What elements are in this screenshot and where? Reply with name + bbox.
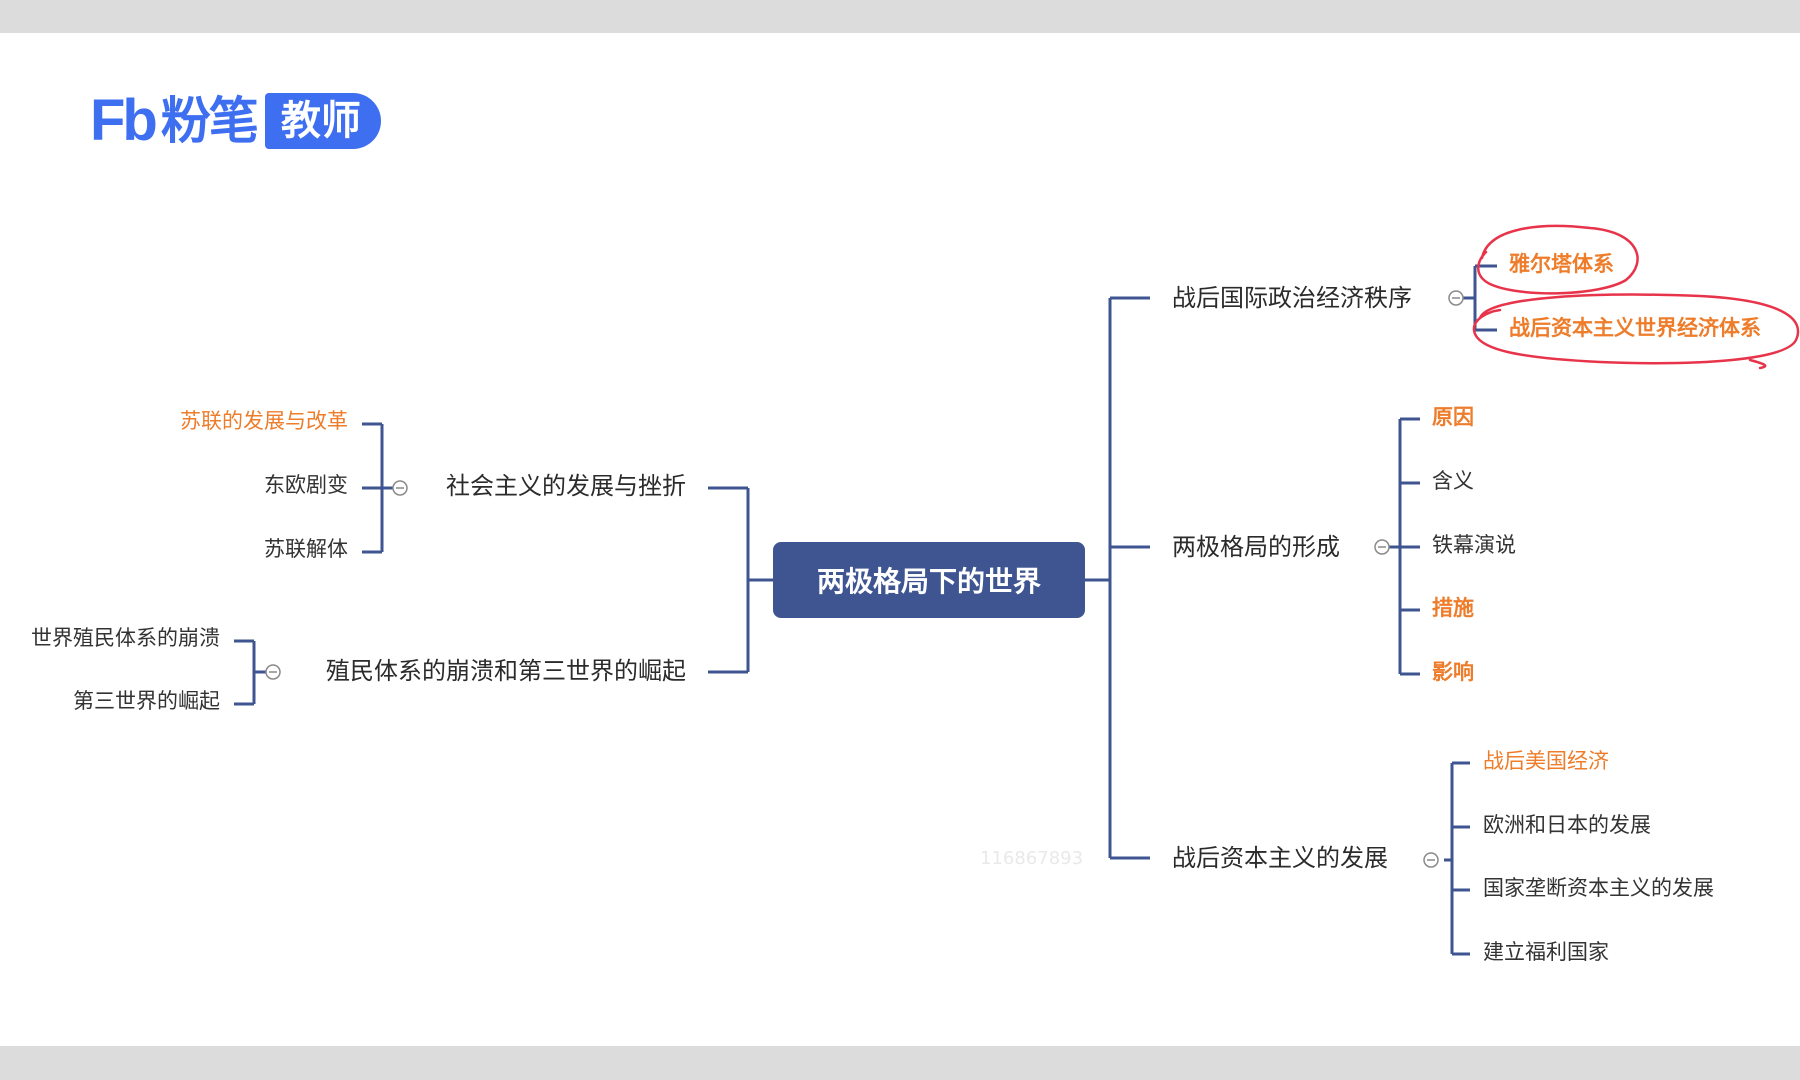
node-capitalist-world-economy[interactable]: 战后资本主义世界经济体系 <box>1509 316 1761 340</box>
annotation-circle-yalta <box>1477 224 1639 295</box>
node-welfare-state[interactable]: 建立福利国家 <box>1483 940 1609 964</box>
watermark: 116867893 <box>980 848 1084 869</box>
node-europe-japan-development[interactable]: 欧洲和日本的发展 <box>1483 813 1651 837</box>
branch-socialism-development[interactable]: 社会主义的发展与挫折 <box>446 472 686 500</box>
top-frame-band <box>0 0 1800 33</box>
connector-social-bracket <box>362 422 393 554</box>
node-impact[interactable]: 影响 <box>1432 660 1474 684</box>
branch-bipolar-formation[interactable]: 两极格局的形成 <box>1172 533 1340 561</box>
logo-brand: 粉笔 <box>160 92 259 150</box>
logo-mark: Fb <box>90 88 158 153</box>
node-postwar-us-economy[interactable]: 战后美国经济 <box>1483 749 1609 773</box>
node-state-monopoly-capitalism[interactable]: 国家垄断资本主义的发展 <box>1483 876 1714 900</box>
connector-capitalism-bracket <box>1444 761 1470 956</box>
node-colonial-system-collapse[interactable]: 世界殖民体系的崩溃 <box>31 626 220 650</box>
node-iron-curtain-speech[interactable]: 铁幕演说 <box>1432 533 1516 557</box>
logo-tag: 教师 <box>264 93 381 149</box>
branch-capitalism-development[interactable]: 战后资本主义的发展 <box>1172 844 1388 872</box>
branch-colonial-collapse[interactable]: 殖民体系的崩溃和第三世界的崛起 <box>326 657 686 685</box>
bottom-frame-band <box>0 1046 1800 1080</box>
central-topic[interactable]: 两极格局下的世界 <box>773 542 1085 618</box>
connector-bipolar-bracket <box>1389 417 1420 676</box>
annotation-circles <box>1472 224 1800 370</box>
connector-order-bracket <box>1462 264 1497 332</box>
node-meaning[interactable]: 含义 <box>1432 469 1474 493</box>
node-soviet-dissolution[interactable]: 苏联解体 <box>264 537 348 561</box>
branch-international-order[interactable]: 战后国际政治经济秩序 <box>1172 284 1412 312</box>
connector-colonial-bracket <box>234 639 266 706</box>
node-measures[interactable]: 措施 <box>1432 596 1474 620</box>
fenbi-teacher-logo: Fb 粉笔 教师 <box>90 90 381 152</box>
node-yalta-system[interactable]: 雅尔塔体系 <box>1509 252 1614 276</box>
node-third-world-rise[interactable]: 第三世界的崛起 <box>73 689 220 713</box>
annotation-circle-economy <box>1472 293 1800 370</box>
node-cause[interactable]: 原因 <box>1432 405 1474 429</box>
node-soviet-development-reform[interactable]: 苏联的发展与改革 <box>180 409 348 433</box>
node-eastern-europe-upheaval[interactable]: 东欧剧变 <box>264 473 348 497</box>
